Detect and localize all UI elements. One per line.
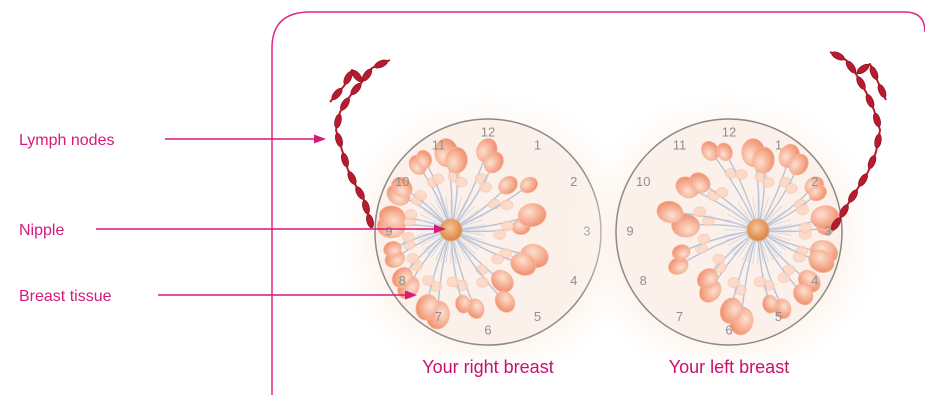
label-lymph-nodes: Lymph nodes	[19, 132, 114, 149]
right-breast-clock-8: 8	[399, 273, 406, 288]
lobule	[713, 254, 725, 264]
left-breast-clock-5: 5	[775, 309, 782, 324]
left-breast-clock-1: 1	[775, 138, 782, 153]
lobule	[762, 177, 774, 187]
left-breast-clock-6: 6	[725, 322, 732, 337]
lobule	[716, 188, 728, 198]
caption-right-breast: Your right breast	[422, 357, 553, 377]
label-breast-tissue: Breast tissue	[19, 288, 112, 305]
left-breast-clock-10: 10	[636, 174, 650, 189]
lymph-node	[844, 59, 857, 74]
left-breast-clock-12: 12	[722, 124, 736, 139]
lobule	[799, 222, 811, 232]
lymph-node	[342, 70, 354, 85]
lymph-node	[872, 112, 882, 127]
left-breast-clock-9: 9	[626, 223, 633, 238]
pointer-lymph-nodes	[165, 135, 326, 144]
lobule	[405, 210, 417, 220]
lymph-node	[874, 134, 883, 149]
right-breast-clock-1: 1	[534, 138, 541, 153]
right-breast-clock-11: 11	[432, 138, 446, 153]
lobule	[415, 190, 427, 200]
lobule	[797, 205, 809, 215]
lobule	[785, 184, 797, 194]
lobule	[476, 277, 488, 287]
lymph-node	[864, 93, 876, 108]
right-breast-clock-9: 9	[385, 223, 392, 238]
lobule	[479, 182, 491, 192]
lymph-node	[855, 62, 870, 75]
lymph-node	[868, 65, 880, 80]
label-nipple: Nipple	[19, 222, 64, 239]
lymph-node	[340, 152, 350, 167]
caption-left-breast: Your left breast	[669, 357, 789, 377]
left-breast-clock-3: 3	[824, 223, 831, 238]
left-breast-clock-4: 4	[811, 273, 818, 288]
lymph-node	[333, 113, 342, 128]
left-breast-clock-8: 8	[640, 273, 647, 288]
lobule	[447, 277, 459, 287]
lymph-node	[876, 83, 888, 98]
lobule	[501, 200, 513, 210]
lobule	[728, 278, 740, 288]
right-breast-clock-2: 2	[570, 174, 577, 189]
lobule	[422, 276, 434, 286]
lobule	[494, 229, 506, 239]
lymph-node	[855, 75, 867, 90]
lobule	[455, 177, 467, 187]
right-breast-clock-5: 5	[534, 309, 541, 324]
left-breast-clock-2: 2	[811, 174, 818, 189]
lobule	[754, 277, 766, 287]
right-breast-clock-12: 12	[481, 124, 495, 139]
lymph-node	[373, 58, 388, 70]
left-breast-nipple	[747, 219, 769, 241]
lobule	[432, 174, 444, 184]
lobule	[402, 232, 414, 242]
lobule	[778, 273, 790, 283]
left-breast-clock-11: 11	[673, 138, 687, 153]
lymph-node	[830, 50, 845, 62]
lobule	[735, 169, 747, 179]
right-breast-clock-10: 10	[395, 174, 409, 189]
lobule	[698, 234, 710, 244]
lobule	[694, 207, 706, 217]
right-breast-clock-6: 6	[484, 322, 491, 337]
right-breast-clock-7: 7	[435, 309, 442, 324]
left-breast-clock-7: 7	[676, 309, 683, 324]
lobule	[501, 221, 513, 231]
lymph-node	[339, 96, 352, 111]
lobule	[492, 254, 504, 264]
lobule	[407, 253, 419, 263]
lymph-node	[334, 132, 344, 147]
lymph-node	[330, 87, 344, 102]
lymph-node	[349, 82, 363, 97]
lobule	[793, 252, 805, 262]
